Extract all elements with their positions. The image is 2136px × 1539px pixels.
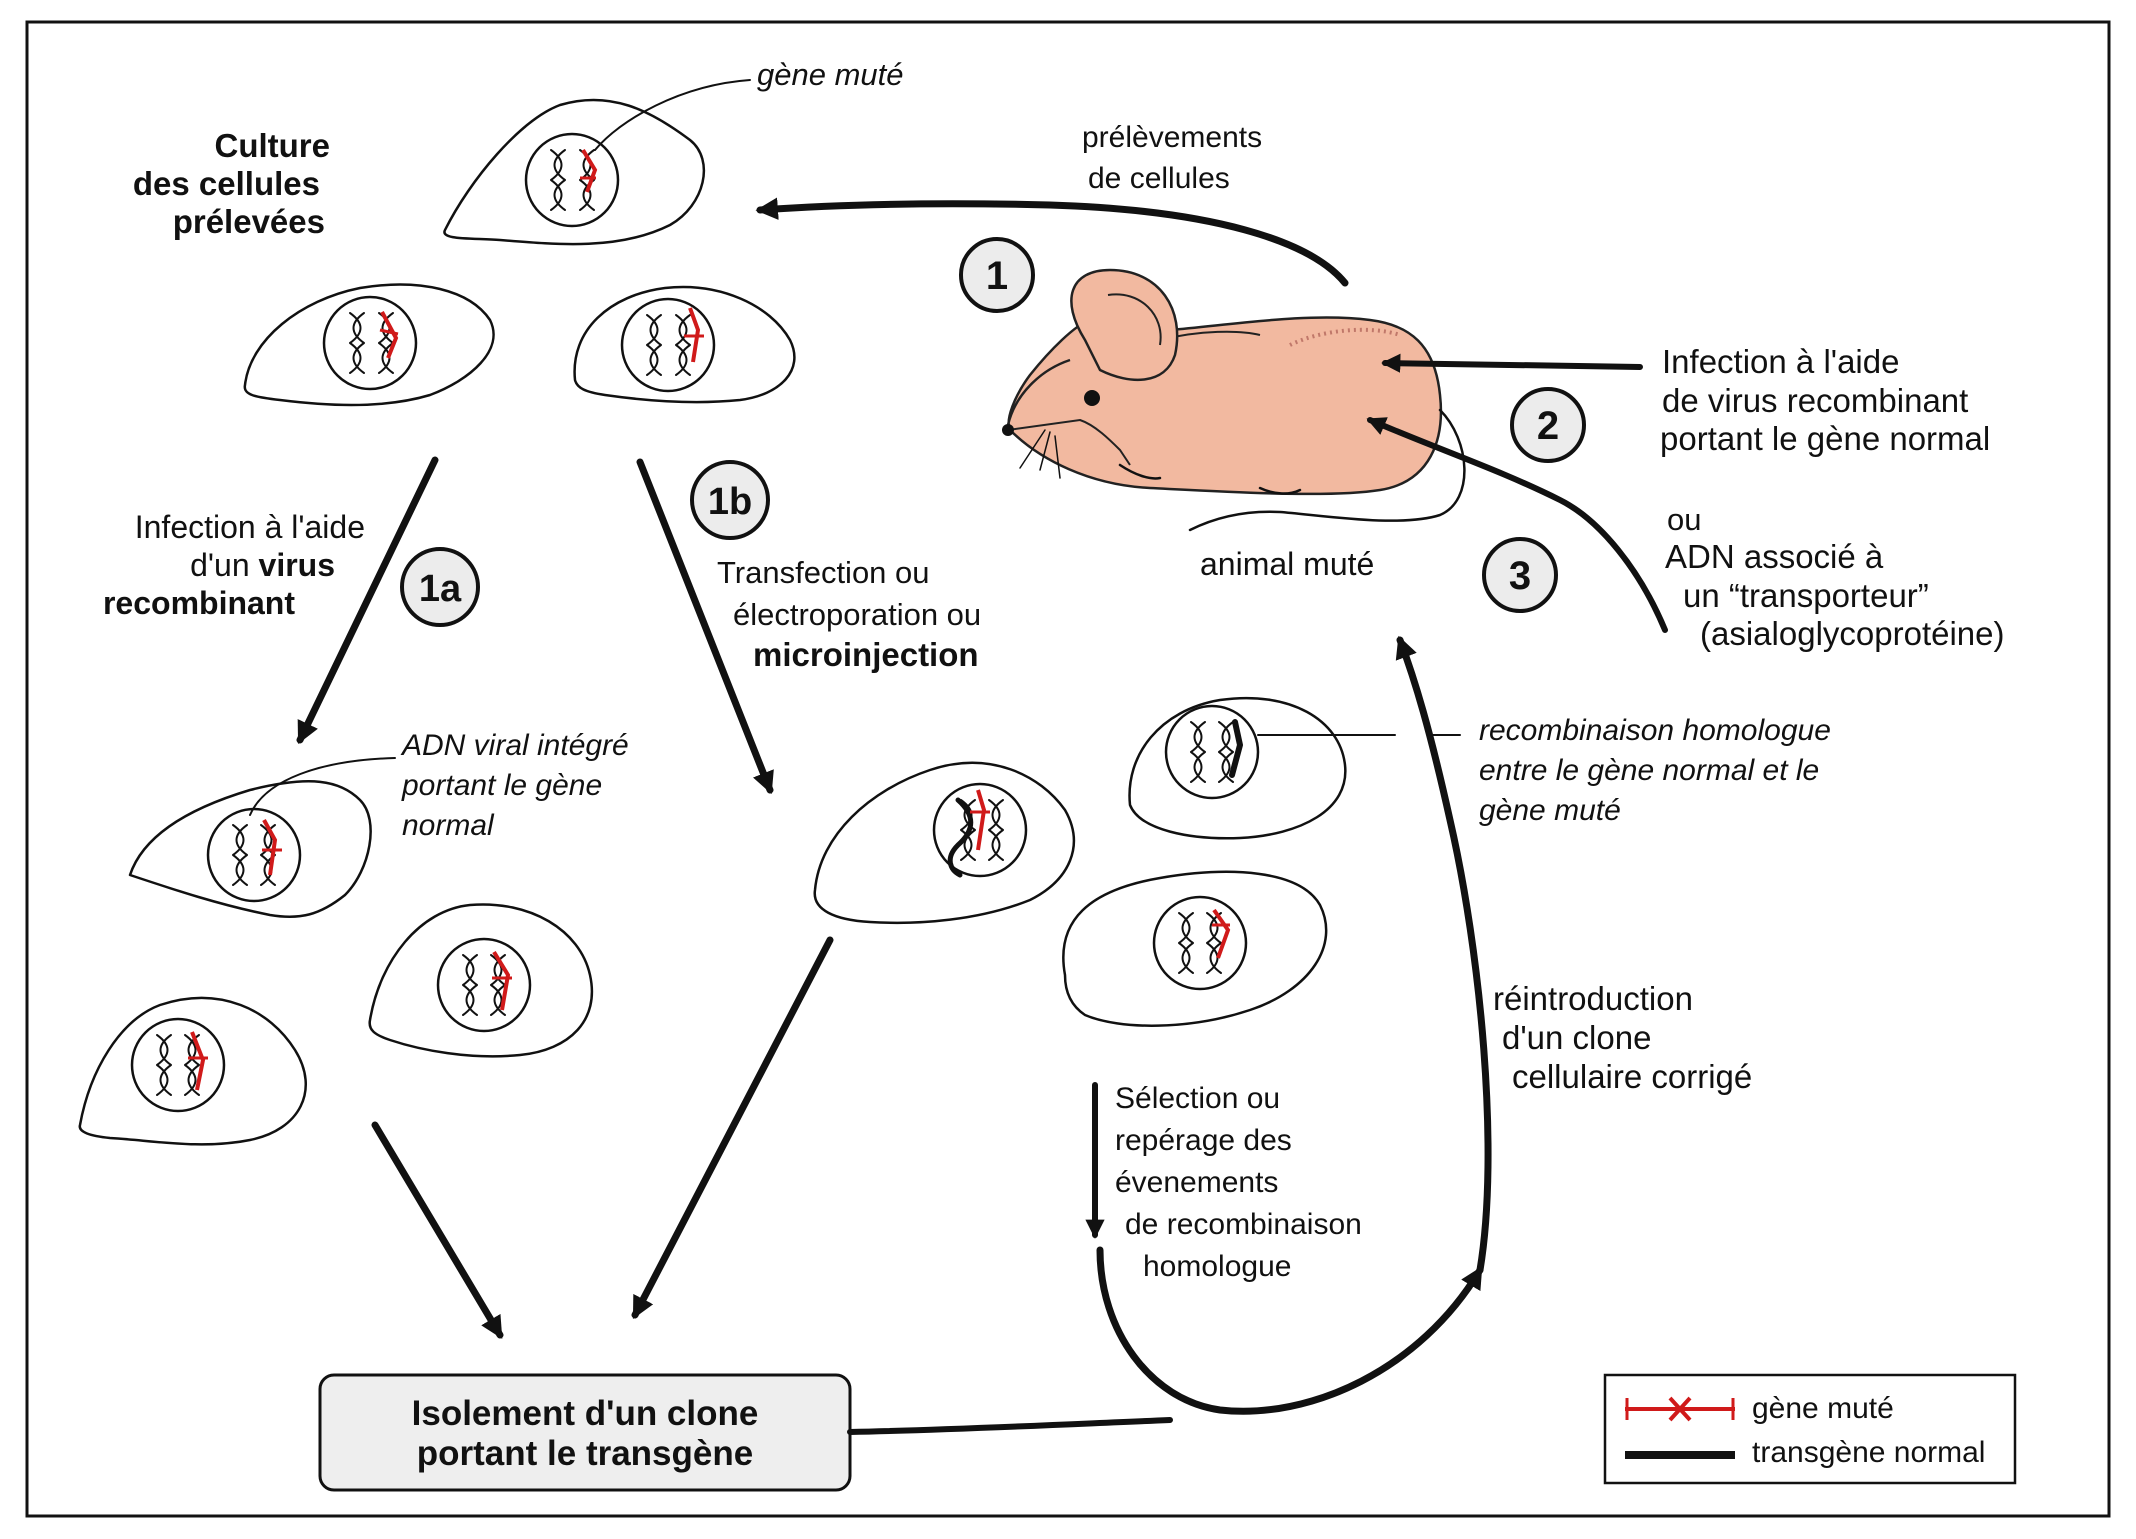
label-animal-mute: animal muté bbox=[1200, 546, 1374, 582]
label-adn-viral-1: ADN viral intégré bbox=[400, 729, 629, 762]
step-1-badge: 1 bbox=[959, 237, 1035, 313]
legend-mutated-symbol bbox=[1625, 1396, 1735, 1422]
label-infection2-1: Infection à l'aide bbox=[1662, 343, 1899, 380]
label-transfection-3: microinjection bbox=[753, 636, 979, 673]
label-adn-viral-2: portant le gène bbox=[401, 769, 602, 802]
label-adn-2: un “transporteur” bbox=[1683, 577, 1929, 614]
label-ou: ou bbox=[1667, 502, 1701, 537]
label-infection1a-1: Infection à l'aide bbox=[135, 509, 365, 545]
label-infection2-2: de virus recombinant bbox=[1662, 382, 1968, 419]
mouse-illustration bbox=[1002, 268, 1466, 532]
step-1b-badge: 1b bbox=[690, 460, 770, 540]
label-selection-5: homologue bbox=[1143, 1250, 1291, 1283]
cell-top bbox=[443, 98, 706, 246]
step-2-badge: 2 bbox=[1510, 387, 1586, 463]
label-infection2-3: portant le gène normal bbox=[1660, 420, 1990, 457]
label-gene-mute: gène muté bbox=[757, 57, 904, 92]
label-recomb-3: gène muté bbox=[1479, 794, 1621, 827]
label-reintro-1: réintroduction bbox=[1493, 980, 1693, 1017]
cell-1a-top bbox=[128, 780, 372, 919]
cell-top-right bbox=[573, 285, 796, 404]
isolement-box: Isolement d'un clone portant le transgèn… bbox=[318, 1373, 852, 1492]
label-reintro-2: d'un clone bbox=[1502, 1019, 1651, 1056]
legend-mutated-label: gène muté bbox=[1752, 1392, 1894, 1425]
label-isolement-1: Isolement d'un clone bbox=[412, 1394, 759, 1433]
label-prelevements-1: prélèvements bbox=[1082, 121, 1262, 154]
label-infection1a-3: recombinant bbox=[103, 585, 295, 621]
label-prelevements-2: de cellules bbox=[1088, 162, 1230, 195]
step-3-badge: 3 bbox=[1482, 537, 1558, 613]
label-culture-2: des cellules bbox=[133, 165, 320, 202]
svg-text:1: 1 bbox=[986, 254, 1008, 298]
label-recomb-2: entre le gène normal et le bbox=[1479, 754, 1819, 787]
label-adn-1: ADN associé à bbox=[1665, 538, 1884, 575]
cell-recomb-bottom bbox=[1062, 870, 1328, 1027]
legend-normal-label: transgène normal bbox=[1752, 1436, 1985, 1469]
cell-1b bbox=[813, 761, 1075, 925]
step-1a-badge: 1a bbox=[400, 547, 480, 627]
svg-text:2: 2 bbox=[1537, 404, 1559, 448]
label-infection1a-2: d'un virus bbox=[190, 547, 335, 583]
label-culture-1: Culture bbox=[215, 127, 331, 164]
label-reintro-3: cellulaire corrigé bbox=[1512, 1058, 1752, 1095]
label-selection-3: évenements bbox=[1115, 1166, 1278, 1199]
figure-frame bbox=[25, 20, 2111, 1518]
label-selection-2: repérage des bbox=[1115, 1124, 1292, 1157]
label-selection-4: de recombinaison bbox=[1125, 1208, 1362, 1241]
legend-box: gène muté transgène normal bbox=[1603, 1373, 2017, 1485]
cell-top-left bbox=[243, 283, 495, 407]
svg-text:1b: 1b bbox=[708, 481, 752, 523]
label-transfection-1: Transfection ou bbox=[717, 555, 930, 590]
label-recomb-1: recombinaison homologue bbox=[1479, 714, 1831, 747]
svg-text:3: 3 bbox=[1509, 554, 1531, 598]
label-adn-viral-3: normal bbox=[402, 809, 495, 842]
label-transfection-2: électroporation ou bbox=[733, 597, 981, 632]
label-adn-3: (asialoglycoprotéine) bbox=[1700, 615, 2005, 652]
cell-1a-right bbox=[368, 903, 594, 1058]
svg-text:1a: 1a bbox=[419, 568, 462, 610]
label-isolement-2: portant le transgène bbox=[417, 1434, 753, 1473]
cell-1a-bottom bbox=[78, 996, 307, 1146]
label-culture-3: prélevées bbox=[173, 203, 325, 240]
cell-recomb-top bbox=[1128, 696, 1347, 840]
label-selection-1: Sélection ou bbox=[1115, 1082, 1280, 1115]
